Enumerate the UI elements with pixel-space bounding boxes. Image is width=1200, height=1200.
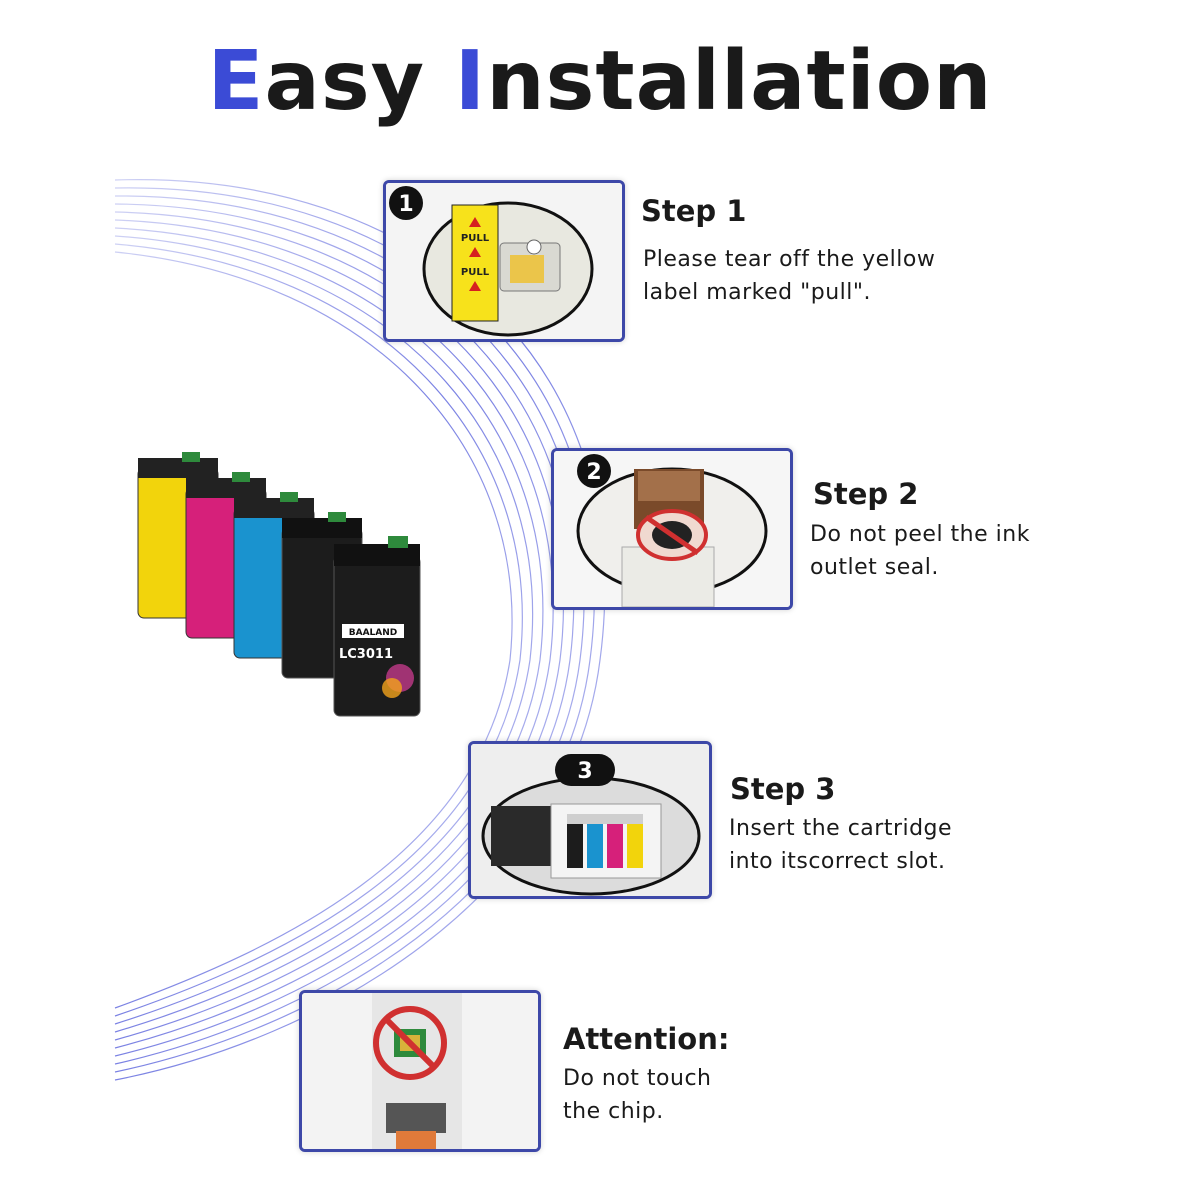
pull-label-text: PULL: [461, 233, 490, 244]
step-3-title: Step 3: [730, 772, 836, 806]
step-3-description: Insert the cartridge into itscorrect slo…: [729, 816, 953, 874]
step-1-title: Step 1: [641, 194, 747, 228]
no-touch-chip-icon: [302, 993, 538, 1149]
title-part-1: asy: [264, 34, 455, 129]
attention-image: [299, 990, 541, 1152]
step-3-badge: 3: [577, 759, 592, 784]
pull-label-icon: PULL PULL 1: [386, 183, 622, 339]
page-title: Easy Installation: [0, 34, 1200, 129]
step-1-badge: 1: [398, 192, 413, 217]
cartridge-set-image: BAALAND LC3011: [137, 452, 421, 717]
step-2-image: 2: [551, 448, 793, 610]
insert-cartridge-icon: 3: [471, 744, 709, 896]
cartridge-brand: BAALAND: [349, 628, 398, 638]
cartridge-model: LC3011: [339, 647, 393, 662]
step-3-image: 3: [468, 741, 712, 899]
step-2-title: Step 2: [813, 477, 919, 511]
pull-label-text: PULL: [461, 267, 490, 278]
step-2-description: Do not peel the ink outlet seal.: [810, 522, 1030, 580]
no-peel-icon: 2: [554, 451, 790, 607]
step-1-description: Please tear off the yellow label marked …: [643, 247, 936, 305]
title-accent-e: E: [207, 34, 265, 129]
step-2-badge: 2: [586, 460, 601, 485]
title-part-2: nstallation: [486, 34, 993, 129]
title-accent-i: I: [454, 34, 487, 129]
step-1-image: PULL PULL 1: [383, 180, 625, 342]
attention-title: Attention:: [563, 1022, 730, 1056]
attention-description: Do not touch the chip.: [563, 1066, 712, 1124]
cartridge-black-2: BAALAND LC3011: [333, 536, 421, 717]
